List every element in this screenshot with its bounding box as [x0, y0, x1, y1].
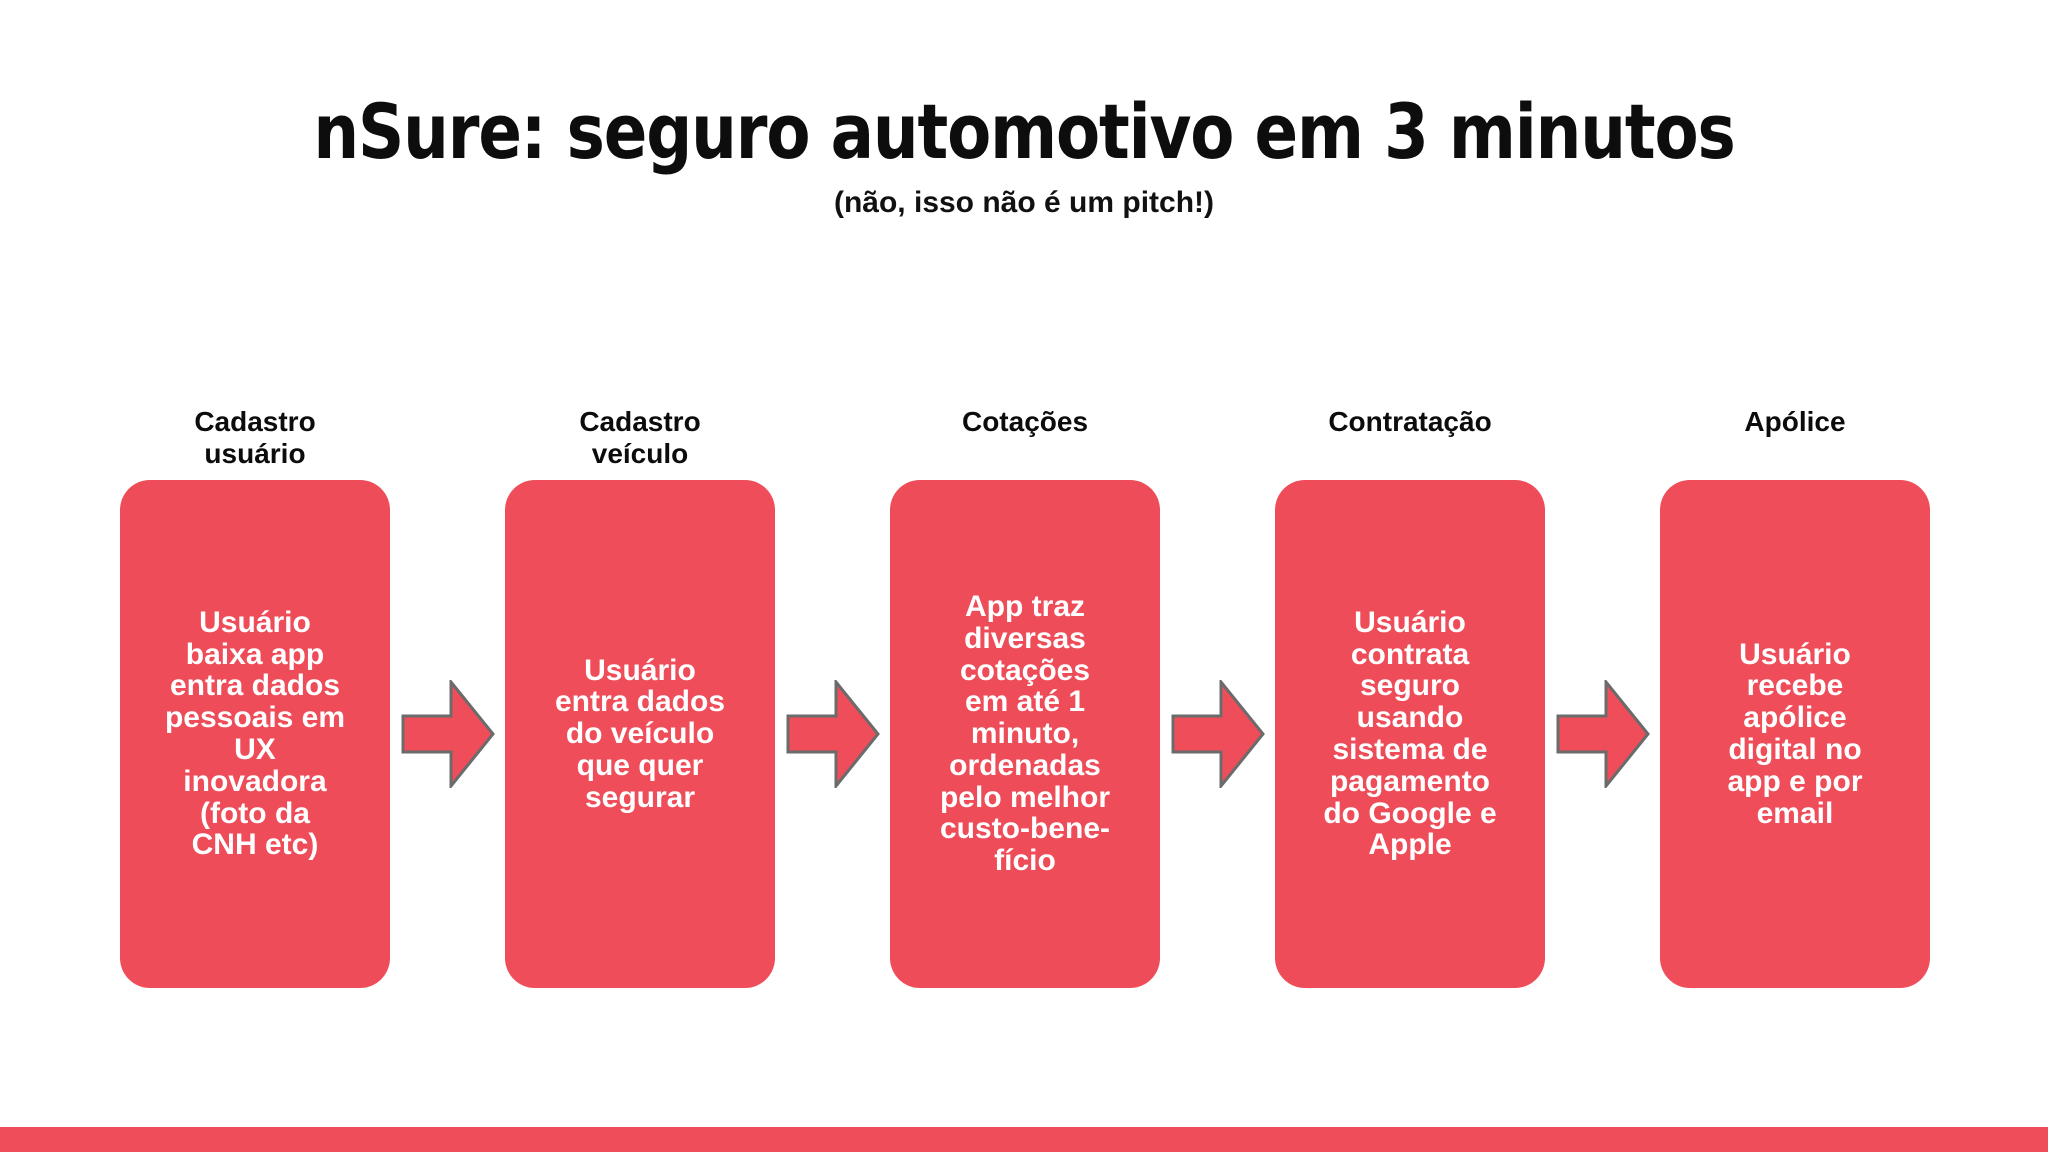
flow-step-card[interactable]: Usuário entra dados do veículo que quer …	[505, 480, 775, 988]
flow-step-label: Cadastro veículo	[579, 406, 701, 470]
arrow-right-icon	[392, 480, 504, 988]
flow-step-apolice[interactable]: Apólice Usuário recebe apólice digital n…	[1660, 406, 1930, 988]
arrow-right-icon	[1547, 480, 1659, 988]
flow-step-card[interactable]: App traz diversas cotações em até 1 minu…	[890, 480, 1160, 988]
arrow-right-icon	[1162, 480, 1274, 988]
flow-step-card[interactable]: Usuário baixa app entra dados pessoais e…	[120, 480, 390, 988]
page-subtitle: (não, isso não é um pitch!)	[833, 185, 1215, 219]
flow-step-body: App traz diversas cotações em até 1 minu…	[939, 589, 1111, 878]
arrow-right-icon	[777, 480, 889, 988]
slide-header: nSure: seguro automotivo em 3 minutos (n…	[0, 0, 2048, 220]
flow-step-label: Contratação	[1328, 406, 1492, 437]
flow-step-contratacao[interactable]: Contratação Usuário contrata seguro usan…	[1275, 406, 1545, 988]
flow-step-body: Usuário entra dados do veículo que quer …	[554, 653, 726, 814]
flow-step-body: Usuário recebe apólice digital no app e …	[1727, 637, 1863, 830]
flow-step-label: Apólice	[1744, 406, 1846, 437]
page-title: nSure: seguro automotivo em 3 minutos	[313, 87, 1735, 176]
flow-step-body: Usuário baixa app entra dados pessoais e…	[164, 605, 346, 862]
flow-step-cadastro-usuario[interactable]: Cadastro usuário Usuário baixa app entra…	[120, 406, 390, 988]
flow-step-card[interactable]: Usuário contrata seguro usando sistema d…	[1275, 480, 1545, 988]
flow-step-cadastro-veiculo[interactable]: Cadastro veículo Usuário entra dados do …	[505, 406, 775, 988]
flow-step-label: Cadastro usuário	[194, 406, 316, 470]
flow-step-card[interactable]: Usuário recebe apólice digital no app e …	[1660, 480, 1930, 988]
flow-step-body: Usuário contrata seguro usando sistema d…	[1323, 605, 1497, 862]
flow-step-cotacoes[interactable]: Cotações App traz diversas cotações em a…	[890, 406, 1160, 988]
bottom-accent-bar	[0, 1127, 2048, 1152]
flow-step-label: Cotações	[961, 406, 1089, 437]
process-flow-diagram: Cadastro usuário Usuário baixa app entra…	[120, 406, 1930, 1026]
